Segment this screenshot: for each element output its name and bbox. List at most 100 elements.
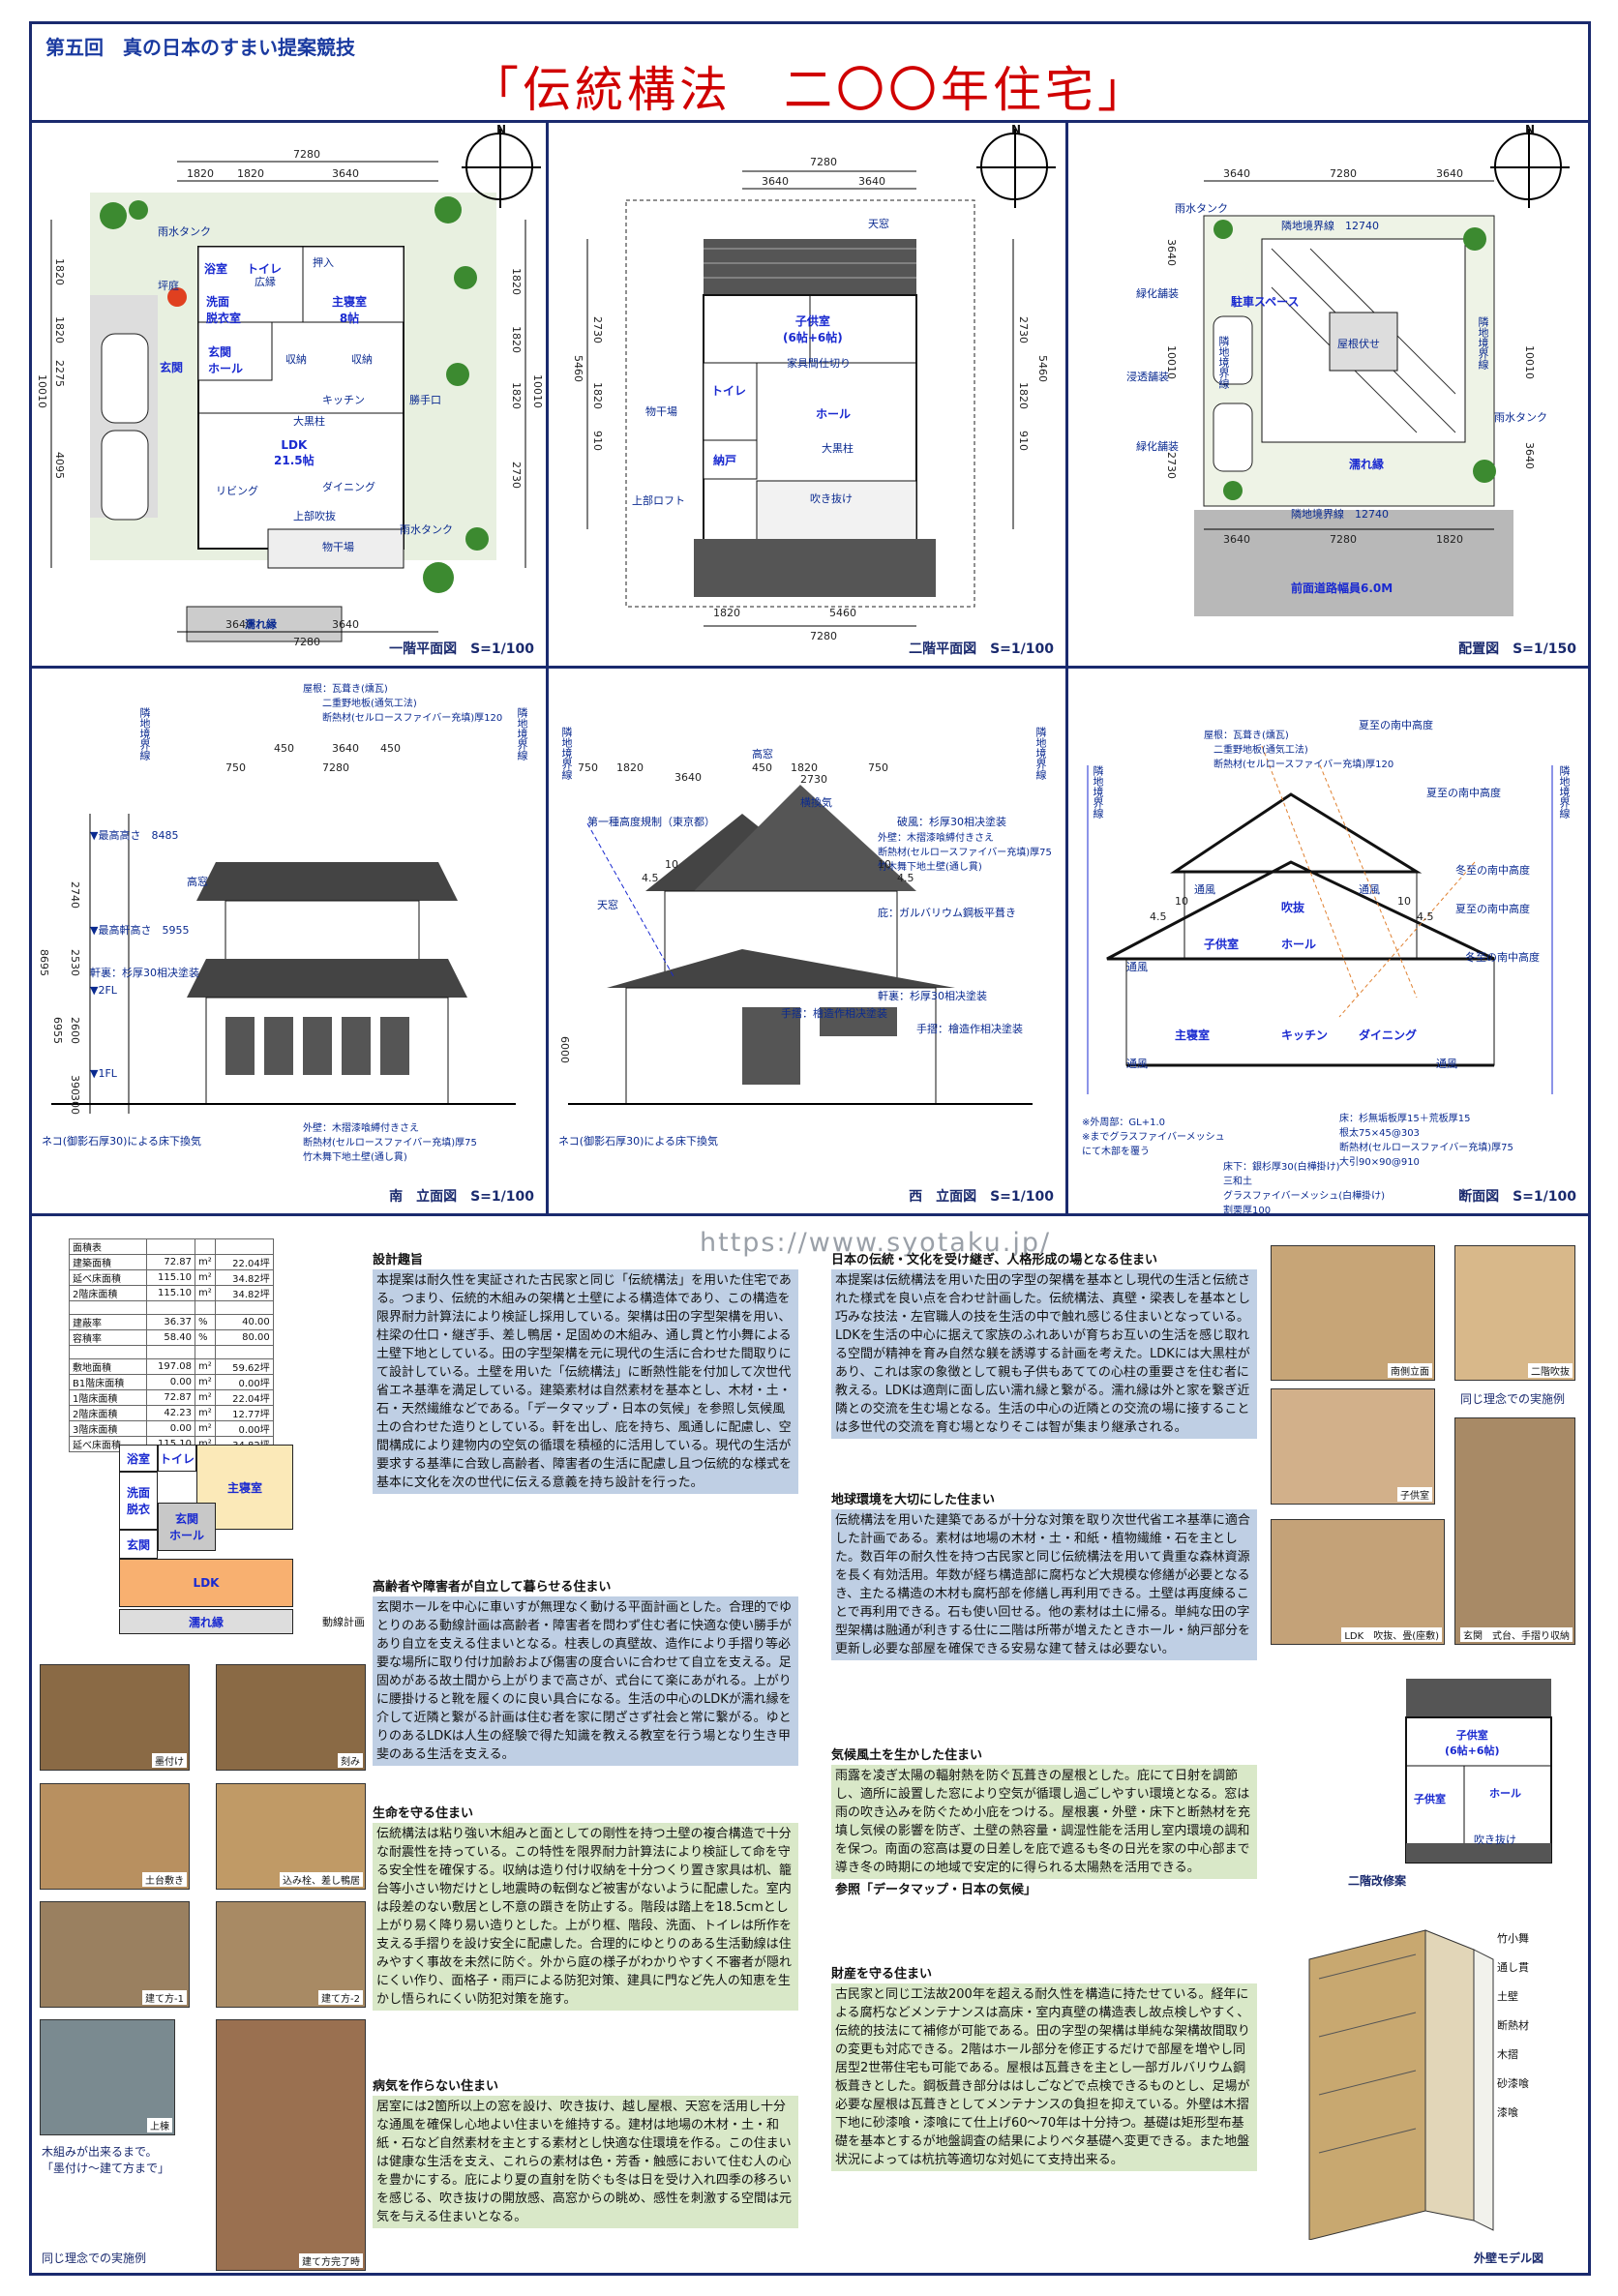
level-max-eave: ▼最高軒高さ 5955 <box>90 924 190 937</box>
dim-right-2: 10010 <box>1523 345 1536 379</box>
flow-toilet: トイレ <box>158 1445 196 1472</box>
photo-caption: 土台敷き <box>142 1872 187 1887</box>
area-table-cell: % <box>195 1314 216 1330</box>
note-underfloor: 床下：銀杉厚30(白樺掛け) 三和土 グラスファイバーメッシュ(白樺掛け) 割栗… <box>1223 1162 1386 1213</box>
photo-entrance: 玄関 式台、手摺り収納 <box>1454 1417 1575 1645</box>
area-table-cell: 42.23 <box>146 1405 195 1421</box>
note-ventilation-3: 通風 <box>1126 961 1148 973</box>
dim-left-3: 910 <box>591 431 604 451</box>
dim-bottom-2: 5460 <box>829 607 856 619</box>
area-table-cell: m² <box>195 1358 216 1375</box>
dim-right-1: 1820 <box>510 268 523 295</box>
area-table-cell <box>214 1300 274 1315</box>
photo-caption: 子供室 <box>1397 1487 1432 1502</box>
label-parking: 駐車スペース <box>1231 295 1300 309</box>
area-table-cell: m² <box>195 1254 216 1270</box>
label-boundary-right: 隣地境界線 <box>1477 316 1489 370</box>
label-upper-loft: 上部ロフト <box>632 494 685 507</box>
room-drying-area: 物干場 <box>322 541 354 553</box>
note-barge-board: 破風：杉厚30相决塗装 <box>897 816 1006 828</box>
alt-room-atrium: 吹き抜け <box>1474 1834 1516 1846</box>
label-furniture-partition: 家具間仕切り <box>787 357 851 370</box>
dim-right-2: 1820 <box>510 326 523 353</box>
photos-left-note: 木組みが出来るまで。 「墨付け～建て方まで」 <box>42 2145 170 2175</box>
dim-2: 1820 <box>616 761 644 774</box>
wall-label-lath: 木摺 <box>1497 2048 1518 2061</box>
wall-model-drawing <box>1308 1929 1494 2240</box>
header: 第五回 真の日本のすまい提案競技 「伝統構法 二〇〇年住宅」 <box>32 24 1588 123</box>
vdim-7: 6955 <box>51 1017 64 1044</box>
note-handrail-2: 手摺：檜造作相决塗装 <box>916 1023 1023 1035</box>
flow-washroom: 洗面 脱衣 <box>119 1472 158 1530</box>
dim-bottom-2: 7280 <box>1330 533 1357 546</box>
area-table-cell: 34.82坪 <box>214 1285 274 1301</box>
area-table-cell: 22.04坪 <box>214 1254 274 1270</box>
room-toilet: トイレ <box>247 262 283 276</box>
site-plan-panel: N 3640 7280 3640 3640 7280 1820 3640 100… <box>1068 123 1588 666</box>
text-environment: 地球環境を大切にした住まい 伝統構法を用いた建築であるが十分な対策を取り次世代省… <box>831 1491 1257 1660</box>
photo-caption: 上棟 <box>147 2118 172 2132</box>
text-property-title: 財産を守る住まい <box>831 1967 933 1982</box>
text-healthy: 病気を作らない住まい 居室には2箇所以上の窓を設け、吹き抜け、越し屋根、天窓を活… <box>373 2077 798 2228</box>
room-back-door: 勝手口 <box>409 394 441 406</box>
dim-left-2: 1820 <box>591 382 604 409</box>
level-1fl: ▼1FL <box>90 1067 117 1080</box>
flow-caption: 動線計画 <box>322 1616 365 1628</box>
text-design-intent-title: 設計趣旨 <box>373 1253 424 1267</box>
note-boundary-right: 隣地境界線 <box>516 707 528 760</box>
room-storeroom: 納戸 <box>713 454 737 467</box>
room-children: 子供室 (6帖+6帖) <box>783 314 843 344</box>
dim-bottom-3: 1820 <box>1436 533 1463 546</box>
area-table-cell: 3階床面積 <box>69 1420 147 1437</box>
room-main-pillar: 大黒柱 <box>293 415 325 428</box>
photo-erection-1: 建て方-1 <box>40 1901 190 2008</box>
photos-left-caption: 同じ理念での実施例 <box>42 2251 147 2265</box>
note-boundary-left: 隣地境界線 <box>1092 765 1104 819</box>
text-environment-title: 地球環境を大切にした住まい <box>831 1493 996 1507</box>
area-table-cell <box>195 1345 216 1359</box>
dim-left-1: 2730 <box>591 316 604 343</box>
note-high-window: 高窓 <box>187 876 208 888</box>
dim-left-1: 1820 <box>53 258 66 285</box>
label-green-paving-2: 緑化舗装 <box>1136 440 1179 453</box>
text-property: 財産を守る住まい 古民家と同じ工法故200年を超える耐久性を構造に持たせている。… <box>831 1965 1257 2171</box>
west-elevation-caption: 西 立面図 S=1/100 <box>909 1189 1054 1205</box>
dim-bottom-1: 3640 <box>225 618 253 631</box>
note-neko-vent: ネコ(御影石厚30)による床下換気 <box>558 1135 719 1148</box>
photo-caption: LDK 吹抜、畳(座敷) <box>1341 1627 1442 1642</box>
north-arrow-icon <box>976 129 1056 208</box>
note-winter-sun-2: 冬至の南中高度 <box>1465 951 1540 964</box>
label-skylight: 天窓 <box>868 218 889 230</box>
room-storage-2: 収納 <box>351 353 373 366</box>
area-table-cell: 12.77坪 <box>214 1405 274 1421</box>
room-toilet-2f: トイレ <box>711 384 747 398</box>
dim-left-4: 4095 <box>53 452 66 479</box>
area-table-cell: 建築面積 <box>69 1254 147 1270</box>
slope-1: 4.5 <box>642 872 659 884</box>
area-table-cell: 面積表 <box>69 1238 147 1255</box>
west-elevation-drawing <box>568 785 1033 1105</box>
room-courtyard: 坪庭 <box>158 280 179 292</box>
note-summer-sun-3: 夏至の南中高度 <box>1455 903 1530 915</box>
dim-top-total: 7280 <box>293 148 320 161</box>
dim-left-total: 10010 <box>36 374 48 408</box>
wall-label-earth: 土壁 <box>1497 1990 1518 2003</box>
room-kitchen: キッチン <box>1281 1029 1329 1042</box>
dim-left-1: 3640 <box>1165 239 1178 266</box>
label-permeable-paving: 浸透舗装 <box>1126 371 1169 383</box>
area-table-cell: 197.08 <box>146 1358 195 1375</box>
photo-caption: 南側立面 <box>1388 1363 1432 1378</box>
area-table-cell: 115.10 <box>146 1269 195 1286</box>
north-arrow-icon <box>1490 129 1570 208</box>
photo-south-elevation: 南側立面 <box>1271 1245 1435 1381</box>
photo-joinery: 込み栓、差し鴨居 <box>216 1783 366 1890</box>
second-floor-plan-drawing <box>586 170 1014 627</box>
second-floor-alt-drawing <box>1405 1679 1552 1864</box>
note-skylight: 天窓 <box>597 899 618 911</box>
note-high-window: 高窓 <box>752 748 773 760</box>
room-atrium: 吹抜 <box>1281 901 1305 914</box>
area-table-cell <box>69 1300 147 1315</box>
